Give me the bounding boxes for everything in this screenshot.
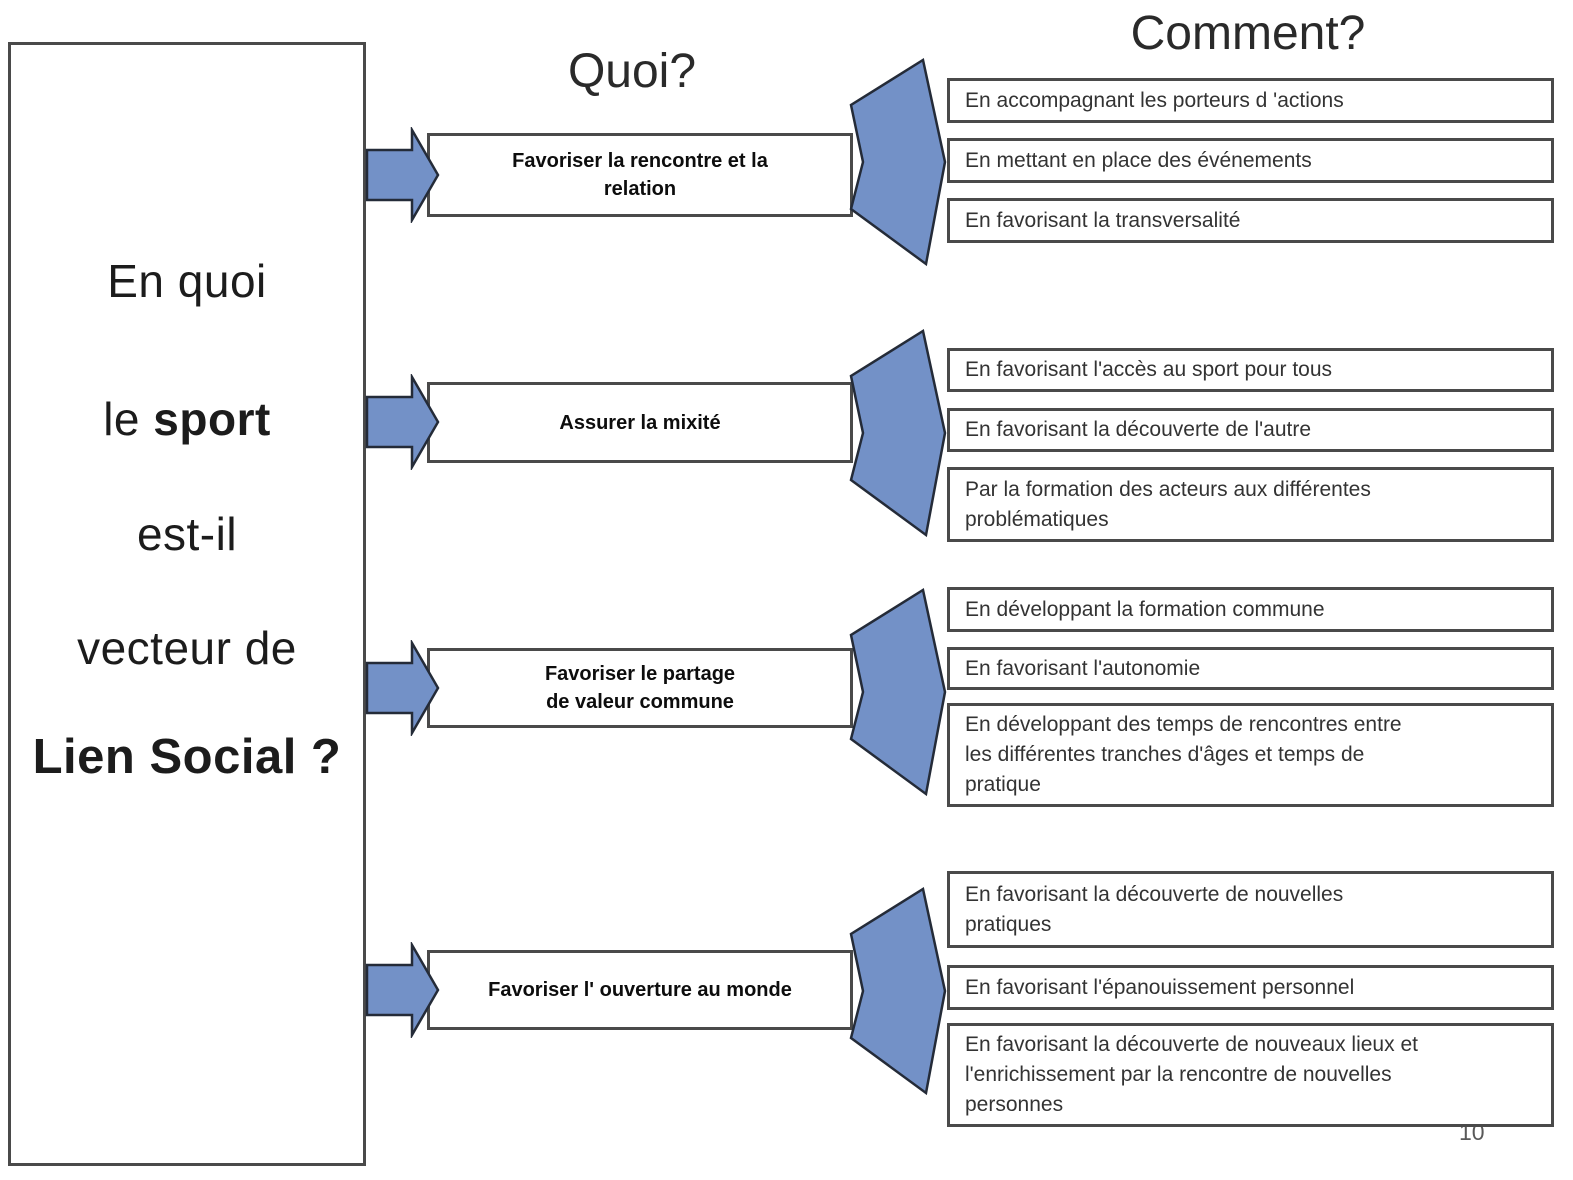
question-line-4: vecteur de — [77, 622, 297, 674]
how-box: En favorisant la découverte de nouveaux … — [947, 1023, 1554, 1127]
big-chevron-arrow-icon — [848, 886, 948, 1096]
how-box: En développant des temps de rencontres e… — [947, 703, 1554, 807]
small-right-arrow-icon — [365, 374, 440, 470]
small-right-arrow-shape — [365, 942, 440, 1038]
question-line-2-bold: sport — [153, 393, 271, 445]
big-chevron-arrow-icon — [848, 328, 948, 538]
quoi-header: Quoi? — [567, 45, 697, 98]
small-right-arrow-shape — [365, 640, 440, 736]
how-box: En développant la formation commune — [947, 587, 1554, 632]
question-line-5: Lien Social ? — [32, 730, 342, 784]
goal-box-3: Favoriser le partage de valeur commune — [427, 648, 853, 728]
small-right-arrow-shape — [365, 374, 440, 470]
question-line-3: est-il — [136, 508, 238, 560]
how-box: En mettant en place des événements — [947, 138, 1554, 183]
goal-box-2: Assurer la mixité — [427, 382, 853, 463]
goal-box-1: Favoriser la rencontre et la relation — [427, 133, 853, 217]
big-chevron-arrow-shape — [849, 328, 947, 538]
how-box: En favorisant la découverte de nouvelles… — [947, 871, 1554, 948]
question-line-2-prefix: le — [103, 393, 154, 445]
small-right-arrow-icon — [365, 640, 440, 736]
how-box: En favorisant l'accès au sport pour tous — [947, 348, 1554, 392]
big-chevron-arrow-icon — [848, 587, 948, 797]
comment-header: Comment? — [1130, 7, 1366, 60]
question-box: En quoi le sport est-il vecteur de Lien … — [8, 42, 366, 1166]
how-box: En favorisant l'épanouissement personnel — [947, 965, 1554, 1010]
how-box: En favorisant l'autonomie — [947, 647, 1554, 690]
how-box: Par la formation des acteurs aux différe… — [947, 467, 1554, 542]
how-box: En accompagnant les porteurs d 'actions — [947, 78, 1554, 123]
small-right-arrow-icon — [365, 942, 440, 1038]
small-right-arrow-icon — [365, 127, 440, 223]
big-chevron-arrow-shape — [849, 587, 947, 797]
question-line-1: En quoi — [107, 255, 267, 307]
big-chevron-arrow-shape — [849, 57, 947, 267]
question-line-2: le sport — [11, 392, 363, 446]
small-right-arrow-shape — [365, 127, 440, 223]
how-box: En favorisant la transversalité — [947, 198, 1554, 243]
goal-box-4: Favoriser l' ouverture au monde — [427, 950, 853, 1030]
big-chevron-arrow-shape — [849, 886, 947, 1096]
how-box: En favorisant la découverte de l'autre — [947, 408, 1554, 452]
big-chevron-arrow-icon — [848, 57, 948, 267]
